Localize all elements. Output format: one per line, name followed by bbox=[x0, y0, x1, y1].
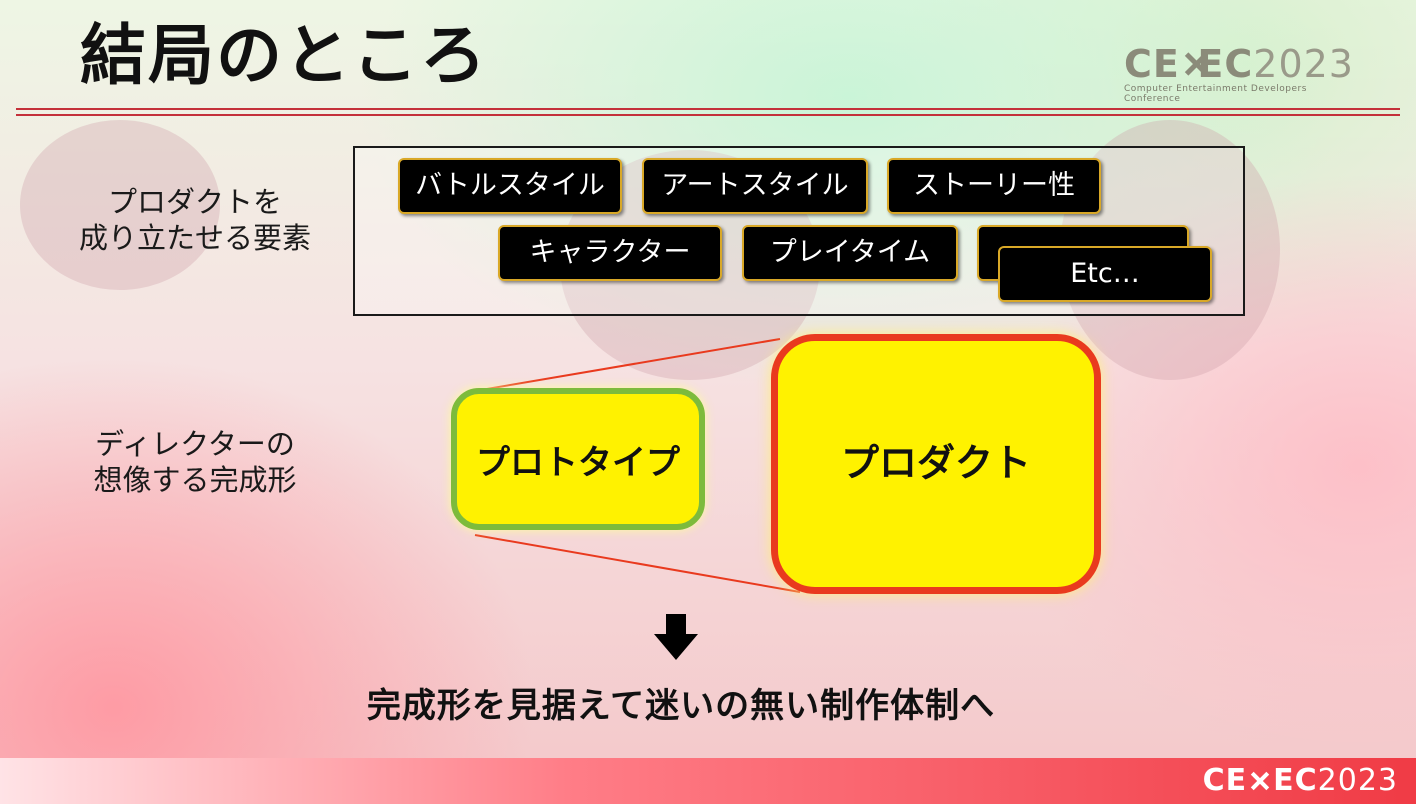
elements-label-line: プロダクトを bbox=[107, 185, 282, 219]
elements-label: プロダクトを 成り立たせる要素 bbox=[60, 184, 330, 256]
elements-label-line: 成り立たせる要素 bbox=[78, 221, 311, 255]
logo-year: 2023 bbox=[1253, 42, 1354, 86]
element-pill-art-style: アートスタイル bbox=[642, 158, 868, 214]
vision-label-line: ディレクターの bbox=[95, 427, 295, 461]
cedec-logo: CE EC 2023 Computer Entertainment Develo… bbox=[1124, 42, 1354, 104]
background-splash bbox=[20, 120, 220, 290]
footer-logo-brand-left: CE bbox=[1202, 763, 1248, 798]
logo-subtitle: Computer Entertainment Developers Confer… bbox=[1124, 84, 1307, 104]
prototype-box: プロトタイプ bbox=[451, 388, 705, 530]
element-pill-play-time: プレイタイム bbox=[742, 225, 958, 281]
footer-logo-x-icon bbox=[1249, 770, 1271, 792]
element-pill-battle-style: バトルスタイル bbox=[398, 158, 622, 214]
product-box: プロダクト bbox=[771, 334, 1101, 594]
footer-logo-brand-right: EC bbox=[1273, 763, 1318, 798]
logo-brand-left: CE bbox=[1124, 42, 1180, 86]
title-divider bbox=[16, 108, 1400, 110]
conclusion-text: 完成形を見据えて迷いの無い制作体制へ bbox=[366, 686, 996, 726]
connector-line-top bbox=[474, 338, 781, 392]
arrow-down-icon bbox=[654, 614, 698, 660]
connector-line-bottom bbox=[474, 534, 801, 593]
vision-label-line: 想像する完成形 bbox=[93, 463, 297, 497]
title-divider bbox=[16, 114, 1400, 116]
slide-title: 結局のところ bbox=[80, 17, 488, 94]
element-pill-character: キャラクター bbox=[498, 225, 722, 281]
element-pill-etc: Etc… bbox=[998, 246, 1212, 302]
element-pill-story: ストーリー性 bbox=[887, 158, 1101, 214]
footer-bar: CE EC 2023 bbox=[0, 758, 1416, 804]
footer-logo-year: 2023 bbox=[1317, 763, 1398, 798]
vision-label: ディレクターの 想像する完成形 bbox=[60, 426, 330, 498]
footer-cedec-logo: CE EC 2023 bbox=[1203, 764, 1398, 798]
logo-brand-right: EC bbox=[1197, 42, 1254, 86]
